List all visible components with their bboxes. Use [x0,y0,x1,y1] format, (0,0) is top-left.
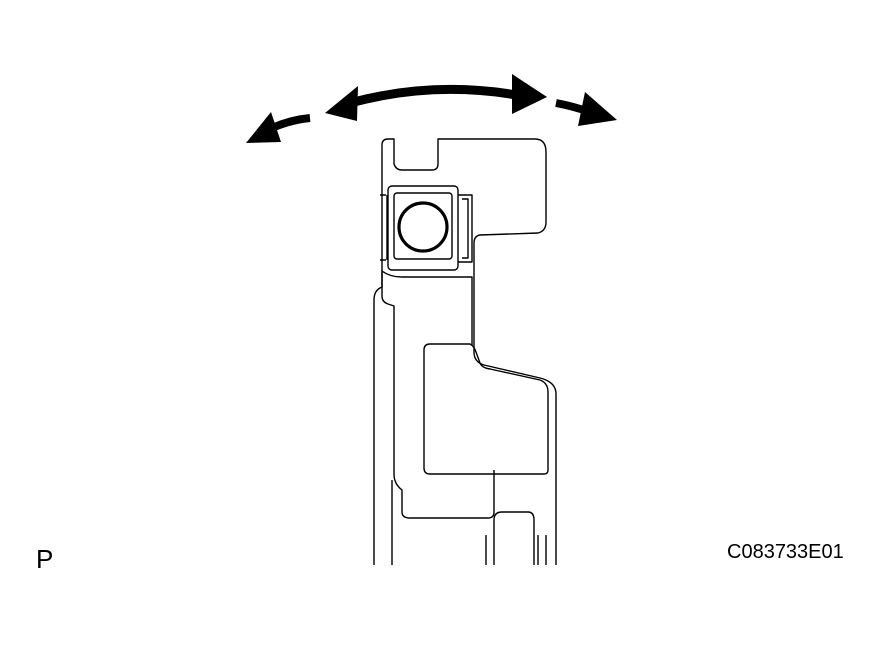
figure-code: C083733E01 [727,541,844,563]
double-headed-curved-arrow-icon [325,74,547,121]
arrow-right-icon [555,92,617,126]
bolt-head [397,201,449,253]
view-label: P [36,544,54,574]
part-outline [373,138,557,565]
arrow-left-icon [246,112,311,143]
